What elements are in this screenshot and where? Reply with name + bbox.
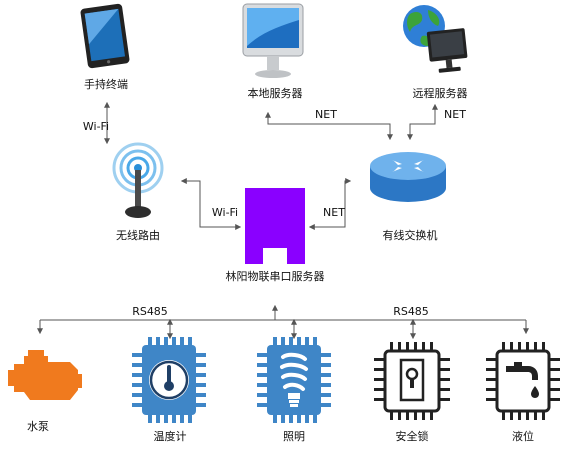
local-server-label: 本地服务器 — [247, 87, 303, 100]
pump-label: 水泵 — [27, 420, 49, 433]
thermometer-label: 温度计 — [153, 430, 187, 443]
net-remote-label: NET — [444, 108, 466, 121]
safety-lock-label: 安全锁 — [395, 430, 429, 443]
switch-label: 有线交换机 — [382, 229, 438, 242]
tablet-icon — [74, 2, 136, 74]
wifi-router-label: Wi-Fi — [211, 206, 239, 219]
router-icon — [110, 140, 166, 226]
lighting-label: 照明 — [283, 430, 305, 443]
liquid-level-chip-icon — [482, 340, 564, 426]
liquid-level-label: 液位 — [512, 430, 534, 443]
serial-server-box — [245, 188, 305, 268]
rs485-right-label: RS485 — [393, 305, 429, 318]
wifi-tablet-label: Wi-Fi — [82, 120, 110, 133]
net-local-line — [265, 111, 393, 141]
lighting-chip-icon — [249, 337, 339, 427]
router-label: 无线路由 — [116, 229, 160, 242]
thermometer-chip-icon — [124, 337, 214, 427]
serial-server-label: 林阳物联串口服务器 — [225, 270, 325, 283]
remote-server-icon — [398, 2, 470, 84]
net-local-label: NET — [315, 108, 337, 121]
net-remote-line — [407, 103, 438, 141]
tablet-label: 手持终端 — [84, 78, 128, 91]
switch-icon — [368, 150, 448, 210]
local-server-icon — [240, 2, 306, 84]
remote-server-label: 远程服务器 — [412, 87, 468, 100]
wifi-router-line — [180, 178, 242, 230]
rs485-left-label: RS485 — [132, 305, 168, 318]
safety-lock-chip-icon — [368, 340, 456, 426]
net-switch-line — [308, 178, 352, 230]
pump-icon — [4, 348, 84, 416]
net-switch-label: NET — [323, 206, 345, 219]
